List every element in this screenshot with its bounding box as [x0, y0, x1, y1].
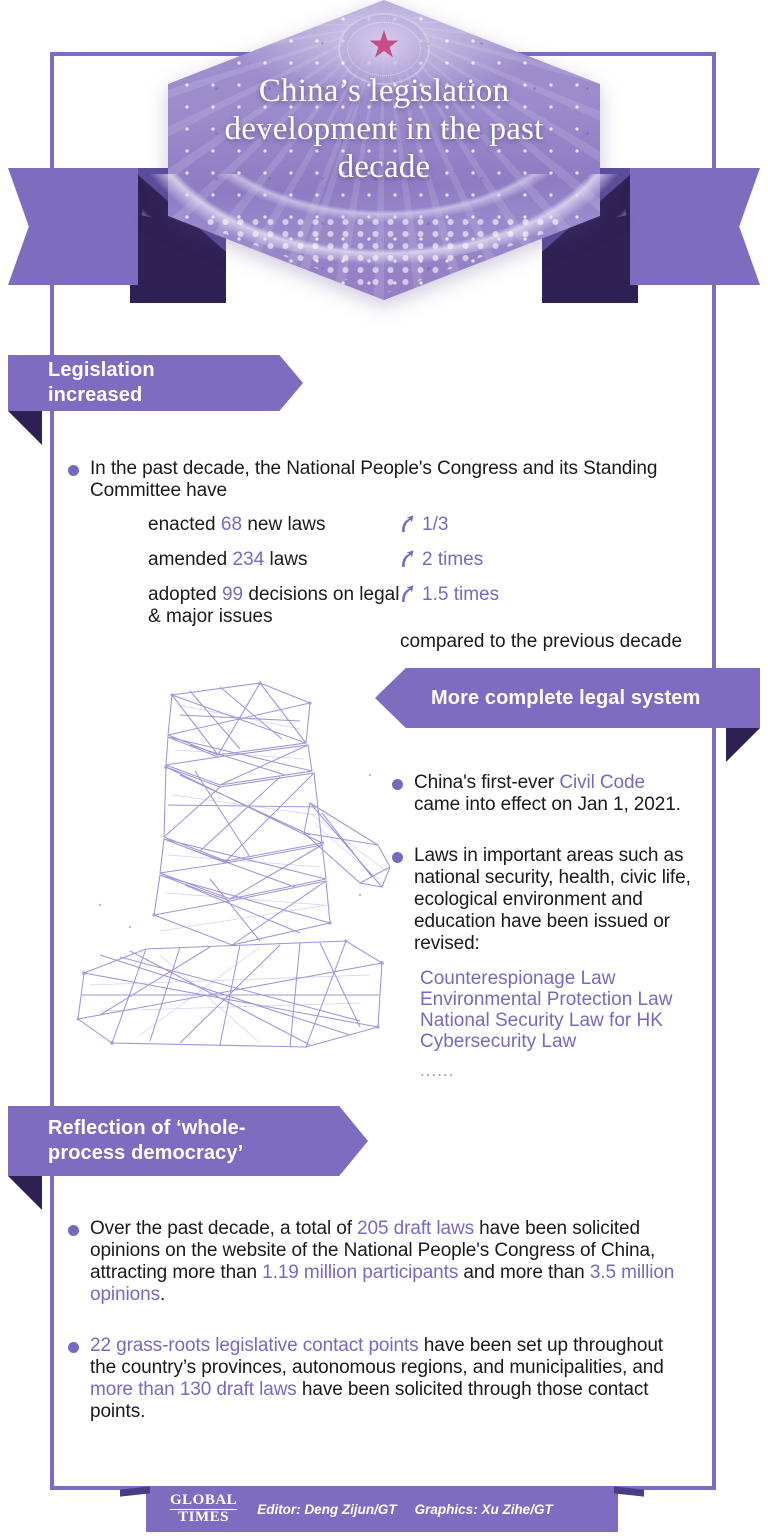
banner-label: More complete legal system — [431, 686, 701, 709]
stats-block: enacted 68 new laws 1/3 amended 234 laws… — [148, 514, 682, 653]
banner-fold-3 — [8, 1176, 42, 1210]
arrow-up-right-icon — [400, 549, 415, 568]
bullet-dot-icon — [68, 465, 79, 476]
text-part-highlight: more than 130 draft laws — [90, 1379, 297, 1400]
law-list-item: Cybersecurity Law — [420, 1031, 577, 1052]
banner-fold-2 — [726, 728, 760, 762]
ribbon-wing-left — [8, 168, 138, 285]
stat-value: 68 — [220, 514, 243, 535]
stat-label-before: adopted — [148, 584, 222, 605]
law-list-item: National Security Law for HK — [420, 1010, 663, 1031]
arrow-up-right-icon — [400, 514, 415, 533]
text-part: have been set up throughout the country’… — [90, 1335, 664, 1378]
stat-label: enacted 68 new laws — [148, 514, 400, 536]
stats-footnote: compared to the previous decade — [400, 631, 683, 652]
stat-label: amended 234 laws — [148, 549, 400, 571]
footer-bar: GLOBAL TIMES Editor: Deng Zijun/GT Graph… — [146, 1486, 618, 1532]
bullet-text: China's first-ever Civil Code came into … — [414, 772, 692, 816]
bullet-civil-code: China's first-ever Civil Code came into … — [392, 772, 692, 816]
bullet-dot-icon — [68, 1342, 79, 1353]
banner-label: Legislation increased — [48, 359, 155, 406]
bullet-dot-icon — [68, 1225, 79, 1236]
text-part-highlight: 205 draft laws — [357, 1218, 474, 1239]
bullet-contact-points: 22 grass-roots legislative contact point… — [68, 1335, 668, 1423]
editor-credit: Editor: Deng Zijun/GT — [257, 1501, 397, 1517]
stat-change: 1.5 times — [400, 584, 499, 628]
stat-change-text: 1.5 times — [422, 584, 500, 605]
text-part: . — [159, 1284, 166, 1305]
text-part-highlight: 3.5 million opinions — [90, 1262, 675, 1305]
text-part-highlight: Civil Code — [559, 772, 645, 793]
stat-label-before: amended — [148, 549, 233, 570]
stat-value: 234 — [232, 549, 265, 570]
law-list-item: Environmental Protection Law — [420, 989, 673, 1010]
logo-rule — [170, 1508, 238, 1510]
bullet-important-areas: Laws in important areas such as national… — [392, 845, 692, 955]
text-part: have been solicited opinions on the webs… — [90, 1218, 656, 1283]
text-part: Over the past decade, a total of — [90, 1218, 358, 1239]
text-part-highlight: 22 grass-roots legislative contact point… — [90, 1335, 419, 1356]
section-banner-legal-system: More complete legal system — [375, 668, 760, 728]
bullet-text: Over the past decade, a total of 205 dra… — [90, 1218, 690, 1306]
law-list-ellipsis: ...... — [420, 1061, 455, 1080]
text-part: and more than — [458, 1262, 590, 1283]
logo-line-1: GLOBAL — [170, 1492, 238, 1508]
law-list-item: Counterespionage Law — [420, 968, 616, 989]
global-times-logo: GLOBAL TIMES — [170, 1492, 238, 1525]
gavel-wireframe-illustration — [76, 681, 390, 1048]
text-part-highlight: 1.19 million participants — [262, 1262, 459, 1283]
text-part: came into effect on Jan 1, 2021. — [414, 794, 681, 815]
stat-row: enacted 68 new laws 1/3 — [148, 514, 682, 536]
ribbon-wing-right — [630, 168, 760, 285]
banner-fold-1 — [8, 411, 42, 445]
stat-label-after: decisions on legal & major issues — [148, 584, 400, 627]
stat-change: 2 times — [400, 549, 483, 571]
seating-rows — [202, 216, 566, 294]
banner-label: Reflection of ‘whole-process democracy’ — [48, 1117, 246, 1164]
stat-change-text: 2 times — [422, 549, 484, 570]
section-banner-legislation-increased: Legislation increased — [8, 355, 303, 411]
bullet-text: 22 grass-roots legislative contact point… — [90, 1335, 668, 1423]
bullet-dot-icon — [392, 779, 403, 790]
logo-line-2: TIMES — [178, 1509, 230, 1525]
stat-row: amended 234 laws 2 times — [148, 549, 682, 571]
stat-row: adopted 99 decisions on legal & major is… — [148, 584, 682, 628]
bullet-dot-icon — [392, 852, 403, 863]
header-hexagon: China’s legislation development in the p… — [142, 0, 626, 300]
bullet-draft-laws: Over the past decade, a total of 205 dra… — [68, 1218, 690, 1306]
text-part: China's first-ever — [414, 772, 560, 793]
law-list: Counterespionage Law Environmental Prote… — [420, 968, 672, 1081]
bullet-text: Laws in important areas such as national… — [414, 845, 691, 954]
stat-label-after: new laws — [242, 514, 326, 535]
stat-label-before: enacted — [148, 514, 221, 535]
text-part: have been solicited through those contac… — [90, 1379, 649, 1422]
bullet-text: In the past decade, the National People'… — [90, 458, 658, 501]
stat-value: 99 — [221, 584, 244, 605]
red-star-icon — [369, 30, 399, 58]
graphics-credit: Graphics: Xu Zihe/GT — [414, 1501, 553, 1517]
bullet-intro: In the past decade, the National People'… — [68, 458, 698, 502]
page-title: China’s legislation development in the p… — [224, 73, 544, 185]
stat-label-after: laws — [264, 549, 308, 570]
stat-label: adopted 99 decisions on legal & major is… — [148, 584, 400, 628]
credits: Editor: Deng Zijun/GT Graphics: Xu Zihe/… — [257, 1502, 553, 1517]
stat-change: 1/3 — [400, 514, 448, 536]
stat-change-text: 1/3 — [422, 514, 449, 535]
section-banner-whole-process-democracy: Reflection of ‘whole-process democracy’ — [8, 1106, 368, 1176]
arrow-up-right-icon — [400, 584, 415, 603]
